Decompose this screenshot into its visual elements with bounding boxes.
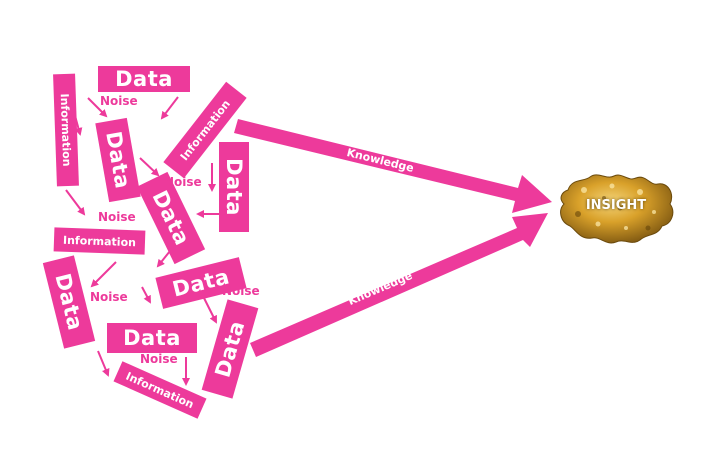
noise-label: Noise (100, 94, 138, 108)
information-box: Information (53, 227, 146, 255)
small-arrow (160, 96, 179, 120)
small-arrows (65, 96, 226, 386)
small-arrow (90, 261, 117, 288)
data-box: Data (107, 323, 197, 353)
data-label: Data (115, 67, 173, 91)
small-arrow (139, 157, 160, 177)
noise-label: Noise (222, 284, 260, 298)
noise-label: Noise (90, 290, 128, 304)
noise-label: Noise (164, 175, 202, 189)
information-box: Information (53, 73, 79, 187)
small-arrow (97, 350, 110, 377)
knowledge-arrow-bottom (250, 213, 548, 357)
data-box: Data (98, 66, 190, 92)
information-label: Information (58, 93, 74, 167)
noise-label: Noise (98, 210, 136, 224)
data-label: Data (101, 129, 135, 191)
small-arrow (141, 286, 151, 304)
small-arrow (156, 250, 171, 268)
small-arrow (65, 189, 86, 216)
noise-label: Noise (140, 352, 178, 366)
data-box: Data (219, 142, 249, 232)
insight-label: INSIGHT (585, 198, 647, 213)
knowledge-arrow-top (234, 119, 552, 213)
data-label: Data (123, 326, 181, 350)
small-arrow (203, 297, 217, 324)
data-label: Data (222, 158, 246, 216)
information-label: Information (62, 233, 137, 249)
gold-nugget-icon (560, 174, 674, 244)
small-arrow (87, 97, 108, 118)
